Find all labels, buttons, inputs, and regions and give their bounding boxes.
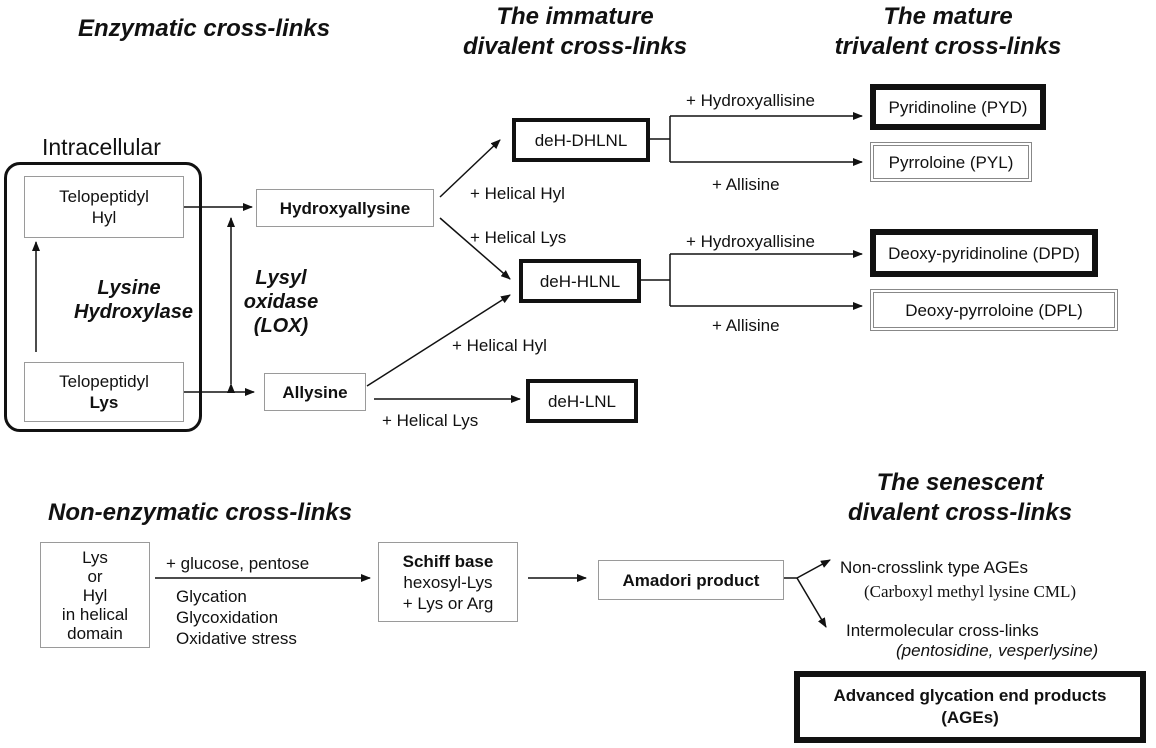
telopeptidyl-hyl-box: Telopeptidyl Hyl [24, 176, 184, 238]
amadori-to-intermolecular-arrow [796, 577, 827, 628]
header-mature-line2: trivalent cross-links [834, 33, 1062, 60]
lysyl-oxidase-line1: Lysyl oxidase [243, 267, 319, 313]
process-glycoxidation: Glycoxidation [176, 608, 279, 627]
telopeptidyl-lys-box: Telopeptidyl Lys [24, 362, 184, 422]
header-senescent-line2: divalent cross-links [847, 499, 1073, 526]
lysyl-oxidase-label: Lysyl oxidase (LOX) [216, 266, 346, 338]
amadori-to-cml-arrow [784, 559, 831, 579]
header-nonenzymatic: Non-enzymatic cross-links [48, 499, 353, 526]
helical-lys-label-1: + Helical Lys [470, 228, 567, 247]
hydroxyallysine-box: Hydroxyallysine [256, 189, 434, 227]
intracellular-frame [4, 162, 202, 432]
noncrosslink-ages-label: Non-crosslink type AGEs [840, 558, 1029, 577]
lysyl-oxidase-line2: (LOX) [253, 315, 309, 337]
telopeptidyl-lys-line1: Telopeptidyl [59, 372, 149, 391]
telopeptidyl-hyl-line2: Hyl [91, 208, 117, 227]
pentosidine-vesperlysine-label: (pentosidine, vesperlysine) [896, 641, 1099, 660]
header-immature-line2: divalent cross-links [462, 33, 688, 60]
allysine-box: Allysine [264, 373, 366, 411]
hydroxyallysine-to-dhlnl-arrow [439, 139, 501, 198]
start-line5: domain [67, 623, 123, 643]
deoxy-pyrroloine-box: Deoxy-pyrroloine (DPL) [870, 289, 1118, 331]
deoxy-pyridinoline-box: Deoxy-pyridinoline (DPD) [870, 229, 1098, 277]
pyridinoline-box: Pyridinoline (PYD) [870, 84, 1046, 130]
allisine-label-1: + Allisine [712, 175, 780, 194]
header-immature-line1: The immature [496, 3, 654, 30]
header-senescent-line1: The senescent [876, 469, 1044, 496]
process-oxidative-stress: Oxidative stress [176, 629, 297, 648]
header-mature: The mature trivalent cross-links [818, 2, 1078, 62]
intracellular-title: Intracellular [42, 134, 161, 160]
intermolecular-crosslinks-label: Intermolecular cross-links [846, 621, 1039, 640]
ages-box: Advanced glycation end products (AGEs) [794, 671, 1146, 743]
start-line2: or [87, 566, 103, 586]
lys-hyl-helical-box: Lys or Hyl in helical domain [40, 542, 150, 648]
ages-line1: Advanced glycation end products [833, 686, 1107, 705]
deh-dhlnl-box: deH-DHLNL [512, 118, 650, 162]
hydroxyallisine-label-1: + Hydroxyallisine [686, 91, 815, 110]
header-mature-line1: The mature [883, 3, 1013, 30]
pyrroloine-box: Pyrroloine (PYL) [870, 142, 1032, 182]
telopeptidyl-hyl-line1: Telopeptidyl [59, 187, 149, 206]
deh-hlnl-box: deH-HLNL [519, 259, 641, 303]
lysine-hydroxylase-label: Lysine Hydroxylase [74, 276, 193, 324]
hydroxyallisine-label-2: + Hydroxyallisine [686, 232, 815, 251]
lysine-hydroxylase-line2: Hydroxylase [74, 301, 193, 323]
schiff-base-title: Schiff base [402, 551, 494, 571]
allysine-to-hlnl-arrow [366, 294, 511, 387]
process-glycation: Glycation [176, 587, 247, 606]
allisine-label-2: + Allisine [712, 316, 780, 335]
schiff-base-line1: hexosyl-Lys [403, 572, 493, 592]
helical-hyl-label-1: + Helical Hyl [470, 184, 565, 203]
lysine-hydroxylase-line1: Lysine [97, 277, 161, 299]
amadori-product-box: Amadori product [598, 560, 784, 600]
ages-line2: (AGEs) [941, 708, 999, 727]
header-enzymatic: Enzymatic cross-links [78, 15, 331, 42]
header-senescent: The senescent divalent cross-links [820, 468, 1100, 528]
helical-hyl-label-2: + Helical Hyl [452, 336, 547, 355]
glycation-process-list: Glycation Glycoxidation Oxidative stress [176, 586, 297, 649]
schiff-base-box: Schiff base hexosyl-Lys + Lys or Arg [378, 542, 518, 622]
start-line3: Hyl [82, 585, 108, 605]
start-line4: in helical [61, 604, 129, 624]
glucose-pentose-label: + glucose, pentose [166, 554, 310, 573]
cml-label: (Carboxyl methyl lysine CML) [864, 582, 1077, 601]
helical-lys-label-2: + Helical Lys [382, 411, 479, 430]
telopeptidyl-lys-line2: Lys [89, 393, 119, 412]
start-line1: Lys [82, 547, 108, 567]
hydroxyallysine-to-hlnl-arrow [439, 217, 511, 280]
deh-lnl-box: deH-LNL [526, 379, 638, 423]
header-immature: The immature divalent cross-links [445, 2, 705, 62]
schiff-base-line2: + Lys or Arg [402, 593, 494, 613]
